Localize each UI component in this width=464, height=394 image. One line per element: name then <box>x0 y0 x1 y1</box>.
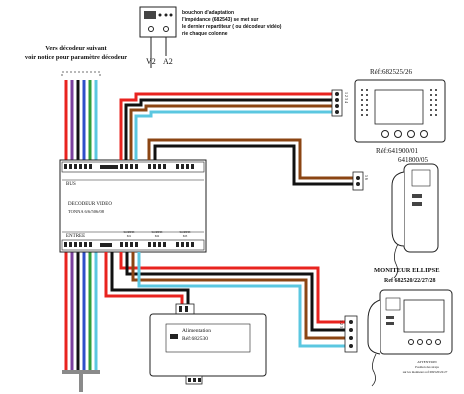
monitor-ellipse-title: MONITEUR ELLIPSE <box>374 267 440 274</box>
decoder-out2-line2: M2 <box>154 234 160 238</box>
decoder-out3-line2: M3 <box>182 234 188 238</box>
decoder-title-line1: DECODEUR VIDEO <box>68 202 112 207</box>
power-label: Alimentation <box>182 328 212 334</box>
attention-line1: ATTENTION <box>417 360 437 364</box>
decoder-title-line2: TONNA 6/6/506/08 <box>68 209 105 214</box>
handset-641900 <box>352 163 439 279</box>
wires-to-handset <box>147 138 353 186</box>
handset-ref-line2: 641800/05 <box>398 156 428 164</box>
wires-to-top-monitor <box>119 92 332 160</box>
impedance-adapter-plug <box>139 6 177 56</box>
monitor-ellipse-ref: Ref 682520/22/27/28 <box>384 278 436 284</box>
attention-line2: Position des straps <box>415 365 439 369</box>
decoder-bus-label: BUS <box>66 182 76 187</box>
video-decoder-box <box>59 159 207 253</box>
monitor-top-terminals: 1 2 3 4 <box>344 92 349 103</box>
power-ref: Réf:682530 <box>182 336 208 342</box>
adapter-label-a2: A2 <box>163 57 173 66</box>
bus-cable-bundle <box>61 71 101 392</box>
monitor-ellipse-682520 <box>344 289 453 387</box>
attention-line3: sur les moniteurs ref 682520/22/27 <box>402 370 448 374</box>
adapter-note-line2: l'impédance (682543) se met sur <box>182 17 259 23</box>
adapter-note-line1: bouchon d'adaptation <box>182 10 235 16</box>
wires-to-power <box>104 252 190 306</box>
next-decoder-line2: voir notice pour paramètre décodeur <box>24 54 128 61</box>
adapter-label-v2: V2 <box>146 57 156 66</box>
monitor-ellipse-terminals: 1 2 3 4 <box>339 320 344 331</box>
decoder-out2-line1: SORTIE <box>151 230 163 234</box>
next-decoder-line1: Vers décodeur suivant <box>45 45 107 52</box>
monitor-682525 <box>331 79 446 143</box>
power-supply-682530 <box>149 303 267 385</box>
monitor-top-ref: Réf:682525/26 <box>370 68 412 76</box>
handset-terminals: 5 6 <box>364 175 369 180</box>
wires-to-monitor-ellipse <box>119 252 345 348</box>
decoder-out1-line1: SORTIE <box>123 230 135 234</box>
adapter-note-line4: rie chaque colonne <box>182 31 228 37</box>
adapter-note-line3: le dernier repartiteur ( ou décodeur vid… <box>182 24 282 30</box>
decoder-entree-label: ENTREE <box>66 234 86 239</box>
decoder-out1-line2: M1 <box>126 234 132 238</box>
handset-ref-line1: Réf:641900/01 <box>376 147 418 155</box>
decoder-out3-line1: SORTIE <box>179 230 191 234</box>
